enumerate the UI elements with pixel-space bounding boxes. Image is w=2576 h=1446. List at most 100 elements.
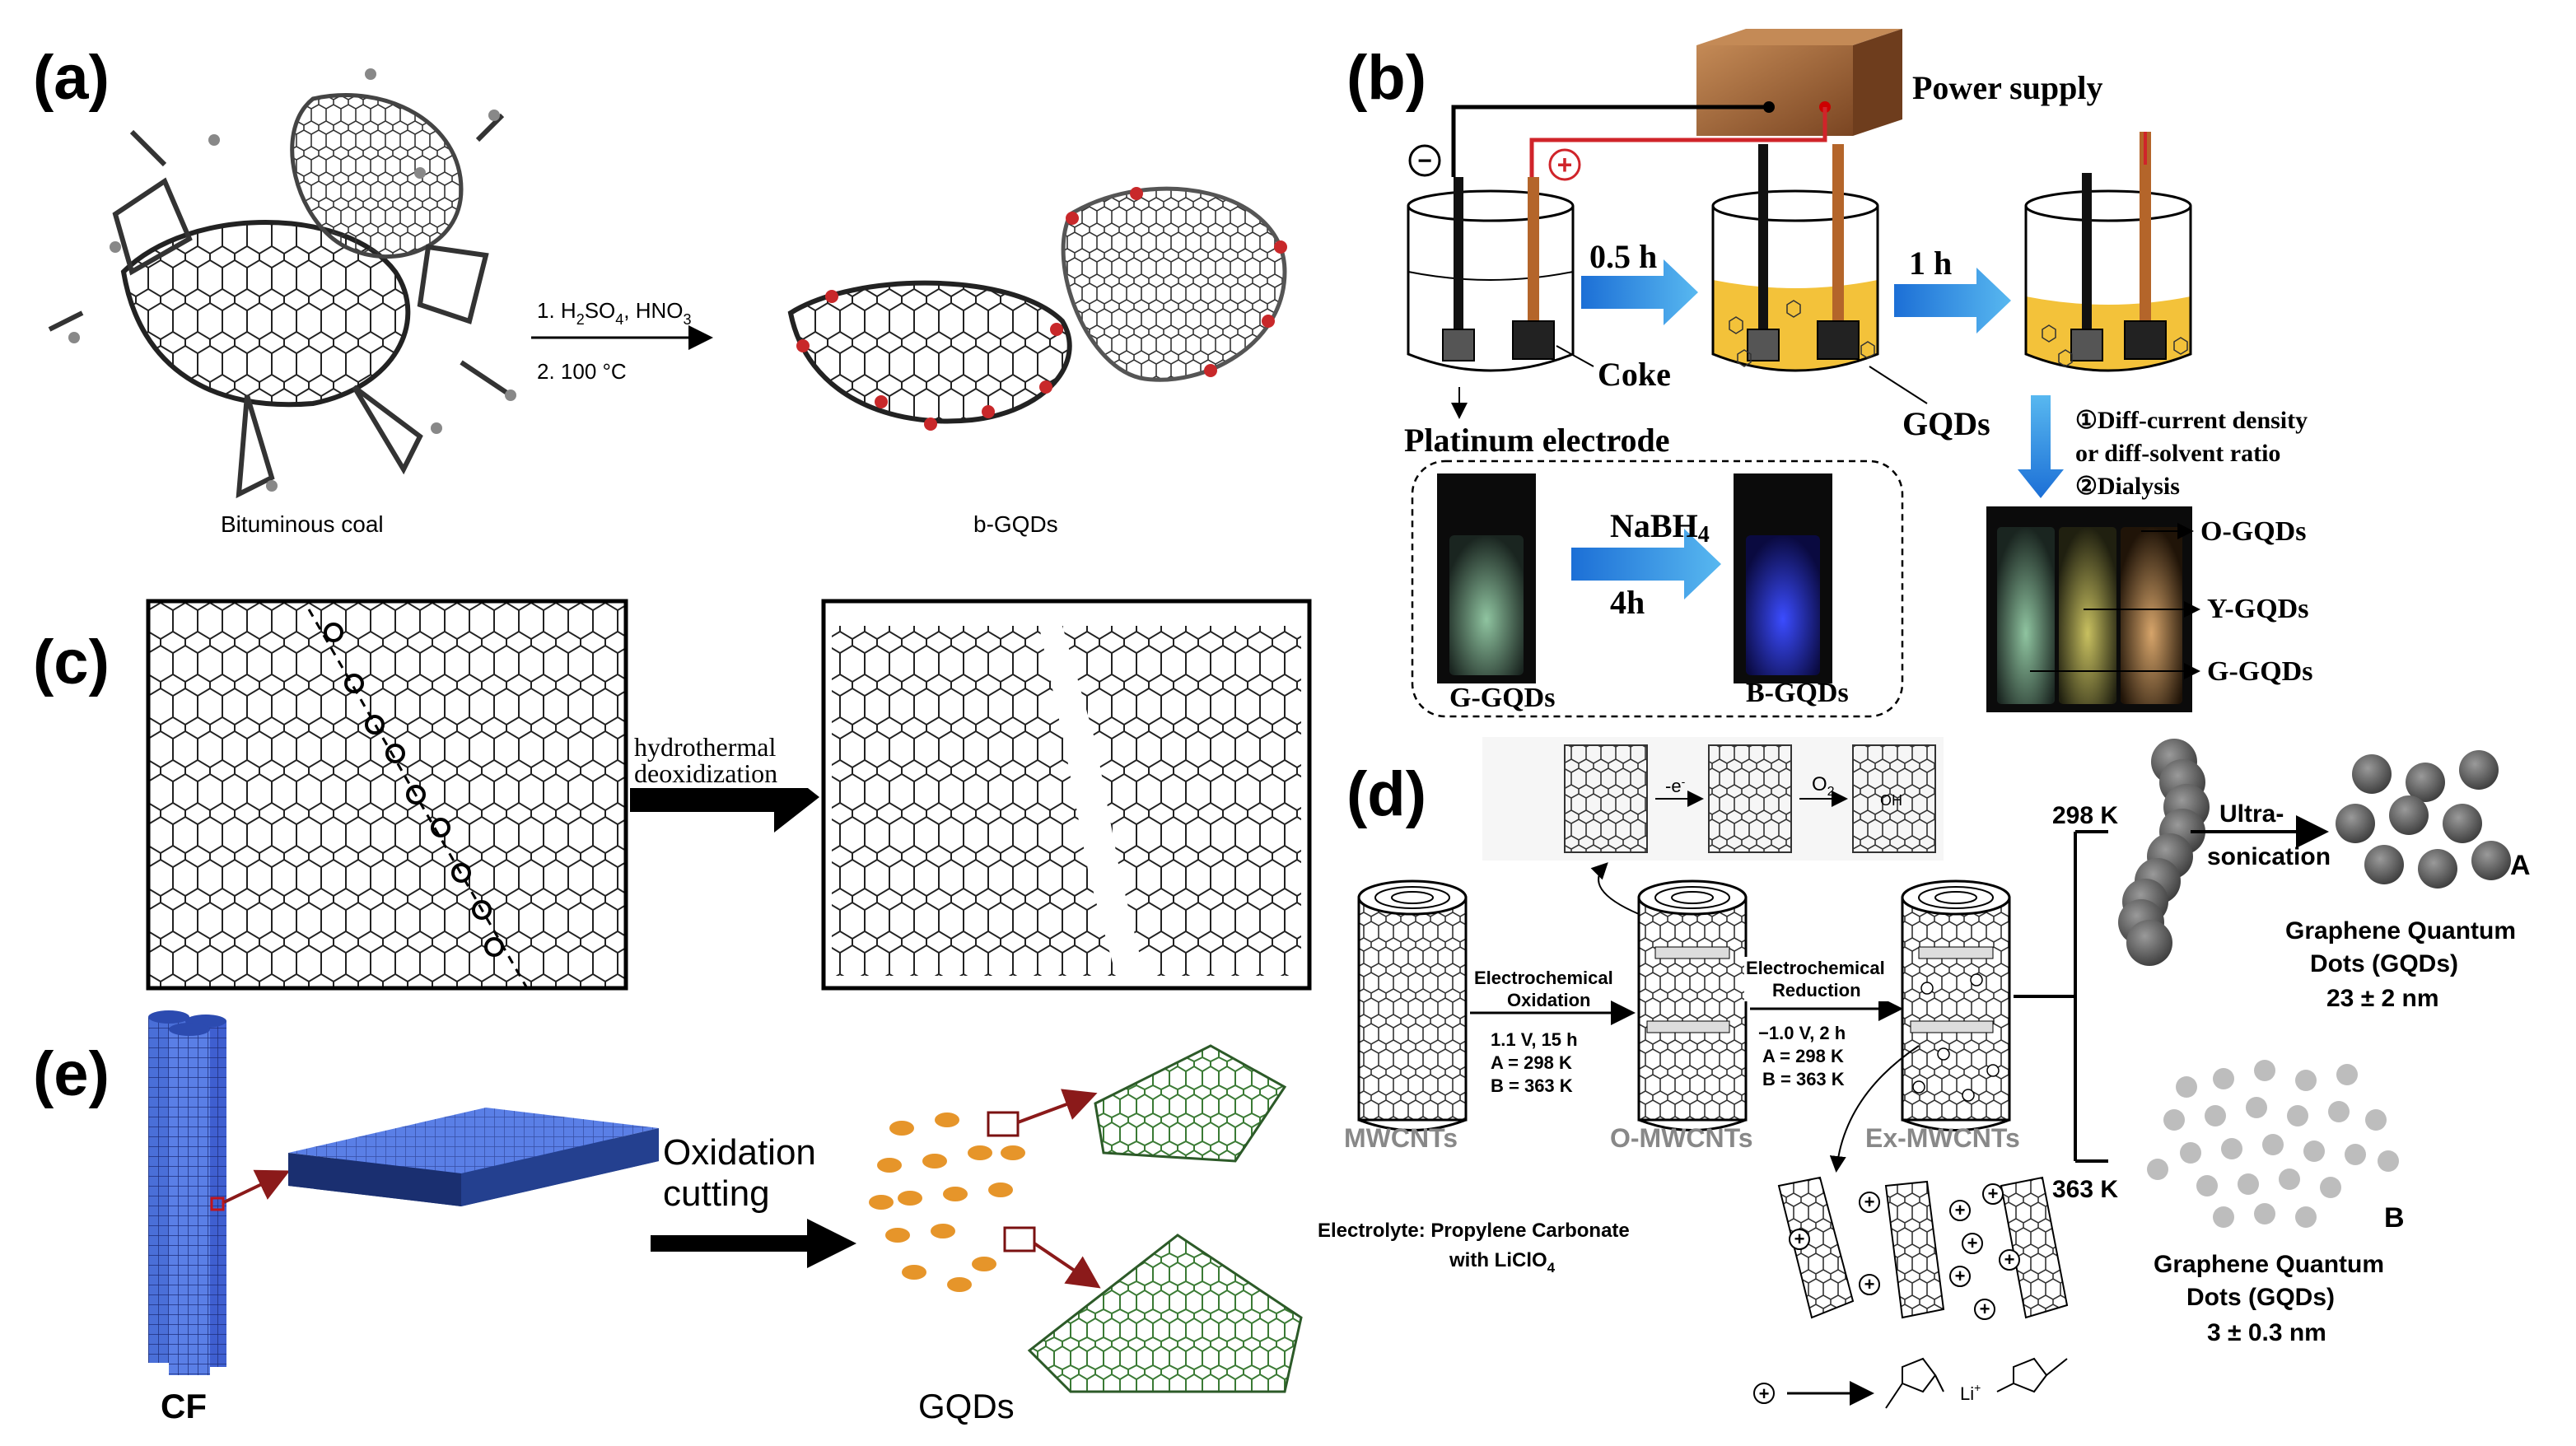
svg-text:-e-: -e- <box>1665 775 1686 796</box>
svg-text:B = 363 K: B = 363 K <box>1762 1069 1845 1089</box>
panel-a-tag: (a) <box>33 43 110 113</box>
svg-text:Graphene Quantum: Graphene Quantum <box>2154 1251 2384 1278</box>
svg-text:+: + <box>1864 1192 1875 1212</box>
gqd-dot <box>2163 1109 2185 1131</box>
gqd-particle <box>902 1265 926 1280</box>
gqd-particle <box>877 1158 902 1173</box>
gqd-particle <box>1001 1145 1025 1160</box>
svg-text:3 ± 0.3 nm: 3 ± 0.3 nm <box>2207 1319 2326 1346</box>
svg-text:Reduction: Reduction <box>1772 980 1861 1001</box>
svg-text:+: + <box>1557 150 1573 180</box>
li-solvation-structure <box>1885 1357 2068 1409</box>
svg-text:A = 298 K: A = 298 K <box>1491 1052 1572 1073</box>
graphitic-layers <box>288 1108 659 1206</box>
gqd-dot <box>2378 1150 2399 1172</box>
gqd-particles <box>869 1112 1025 1292</box>
oxidation-inset: -e- O2 OH <box>1482 737 1944 861</box>
gqds-pointer <box>1869 366 1928 404</box>
gqd-dot <box>2147 1159 2168 1180</box>
nabh4-arrow <box>1571 529 1721 599</box>
gqd-dot <box>2221 1138 2242 1159</box>
svg-text:B = 363 K: B = 363 K <box>1491 1075 1573 1096</box>
b-gqds-molecule <box>787 186 1287 431</box>
electrolyte-line-1: Electrolyte: Propylene Carbonate <box>1318 1220 1630 1242</box>
gqd-dot <box>2196 1175 2218 1196</box>
hydrothermal-label-2: deoxidization <box>634 758 777 788</box>
svg-text:−: − <box>1417 147 1432 175</box>
gqd-dot <box>2262 1134 2284 1155</box>
zoom-box-bottom <box>1003 1226 1036 1252</box>
svg-text:Dots (GQDs): Dots (GQDs) <box>2186 1284 2335 1311</box>
y-gqds-output: Y-GQDs <box>2207 594 2308 624</box>
electrolyte-line-2: with LiClO4 <box>1449 1249 1556 1276</box>
hydrothermal-label-1: hydrothermal <box>634 732 777 762</box>
gqd-dot <box>2180 1142 2201 1164</box>
gqds-b-cluster <box>2147 1060 2399 1228</box>
svg-text:+: + <box>1794 1229 1805 1249</box>
step-line-1: ①Diff-current density <box>2075 407 2308 434</box>
oxidation-label: Oxidation <box>663 1132 816 1173</box>
mwcnts-tube <box>1357 879 1468 1131</box>
gqds-a-cluster <box>2336 750 2511 889</box>
gqd-dot <box>2365 1109 2387 1131</box>
time-1h: 1 h <box>1909 245 1952 282</box>
o-mwcnts-label: O-MWCNTs <box>1610 1123 1753 1153</box>
step-line-2: or diff-solvent ratio <box>2075 440 2280 467</box>
svg-text:+: + <box>1988 1183 1999 1204</box>
gqd-particle <box>935 1112 959 1127</box>
gqd-particle <box>943 1187 968 1201</box>
ex-mwcnts-tube <box>1901 879 2011 1131</box>
cutting-label: cutting <box>663 1173 770 1214</box>
gqd-particle <box>947 1277 972 1292</box>
coke-pointer <box>1556 345 1594 367</box>
zoom-arrow-cf <box>223 1169 291 1204</box>
beaker-1 <box>1407 177 1575 372</box>
panel-b-tag: (b) <box>1346 43 1426 113</box>
svg-text:A = 298 K: A = 298 K <box>1762 1046 1844 1066</box>
gqd-particle <box>885 1228 910 1243</box>
red-wire <box>1529 107 1827 177</box>
gqd-dot <box>2345 1144 2366 1165</box>
zoom-box-top <box>987 1111 1020 1137</box>
label-a: A <box>2510 850 2531 881</box>
svg-text:1.1 V, 15 h: 1.1 V, 15 h <box>1491 1029 1578 1050</box>
beaker-2 <box>1711 144 1879 372</box>
nabh4-label: NaBH4 <box>1610 507 1710 548</box>
nabh4-dashed-box <box>1411 459 1904 718</box>
reaction-step-2: 2. 100 °C <box>537 359 627 384</box>
gqd-dot <box>2254 1203 2275 1224</box>
power-supply-label: Power supply <box>1912 69 2103 106</box>
temp-298k: 298 K <box>2052 802 2118 829</box>
gqd-dot <box>2213 1206 2234 1228</box>
g-gqds-output: G-GQDs <box>2207 656 2312 687</box>
li-ion-legend-icon <box>1753 1383 1775 1404</box>
gqd-particle <box>972 1257 996 1271</box>
black-wire <box>1451 105 1769 177</box>
gqd-dot <box>2176 1076 2197 1098</box>
svg-text:Ultra-: Ultra- <box>2219 800 2284 828</box>
svg-text:−1.0 V, 2 h: −1.0 V, 2 h <box>1758 1023 1846 1043</box>
graphene-sheet-bottom <box>1027 1234 1303 1393</box>
ex-mwcnts-label: Ex-MWCNTs <box>1865 1123 2020 1153</box>
gqd-dot <box>2205 1105 2226 1126</box>
gqd-particle <box>898 1191 922 1206</box>
bituminous-coal-molecule <box>48 68 516 499</box>
minus-terminal-icon <box>1408 144 1441 177</box>
cf-label: CF <box>161 1387 207 1425</box>
li-ion-markers: + + + + + + + + + <box>1789 1183 2020 1320</box>
b-gqds-label: B-GQDs <box>1746 678 1849 708</box>
coke-label: Coke <box>1598 356 1671 393</box>
inset-pointer <box>1590 862 1640 915</box>
svg-text:+: + <box>1980 1299 1990 1319</box>
graphene-oxide-sheet <box>146 599 628 991</box>
arrow-0-5h <box>1581 259 1698 325</box>
svg-text:+: + <box>1967 1233 1978 1253</box>
gqd-particle <box>968 1145 992 1160</box>
step-line-3: ②Dialysis <box>2075 473 2180 500</box>
panel-e-tag: (e) <box>33 1039 110 1109</box>
gqd-particle <box>869 1195 894 1210</box>
panel-c-tag: (c) <box>33 627 110 697</box>
panel-b: (b) Power supply − + Coke <box>1346 29 2312 718</box>
panel-e: (e) CF Oxidation cutt <box>33 1010 1303 1425</box>
gqds-label-e: GQDs <box>918 1387 1015 1425</box>
